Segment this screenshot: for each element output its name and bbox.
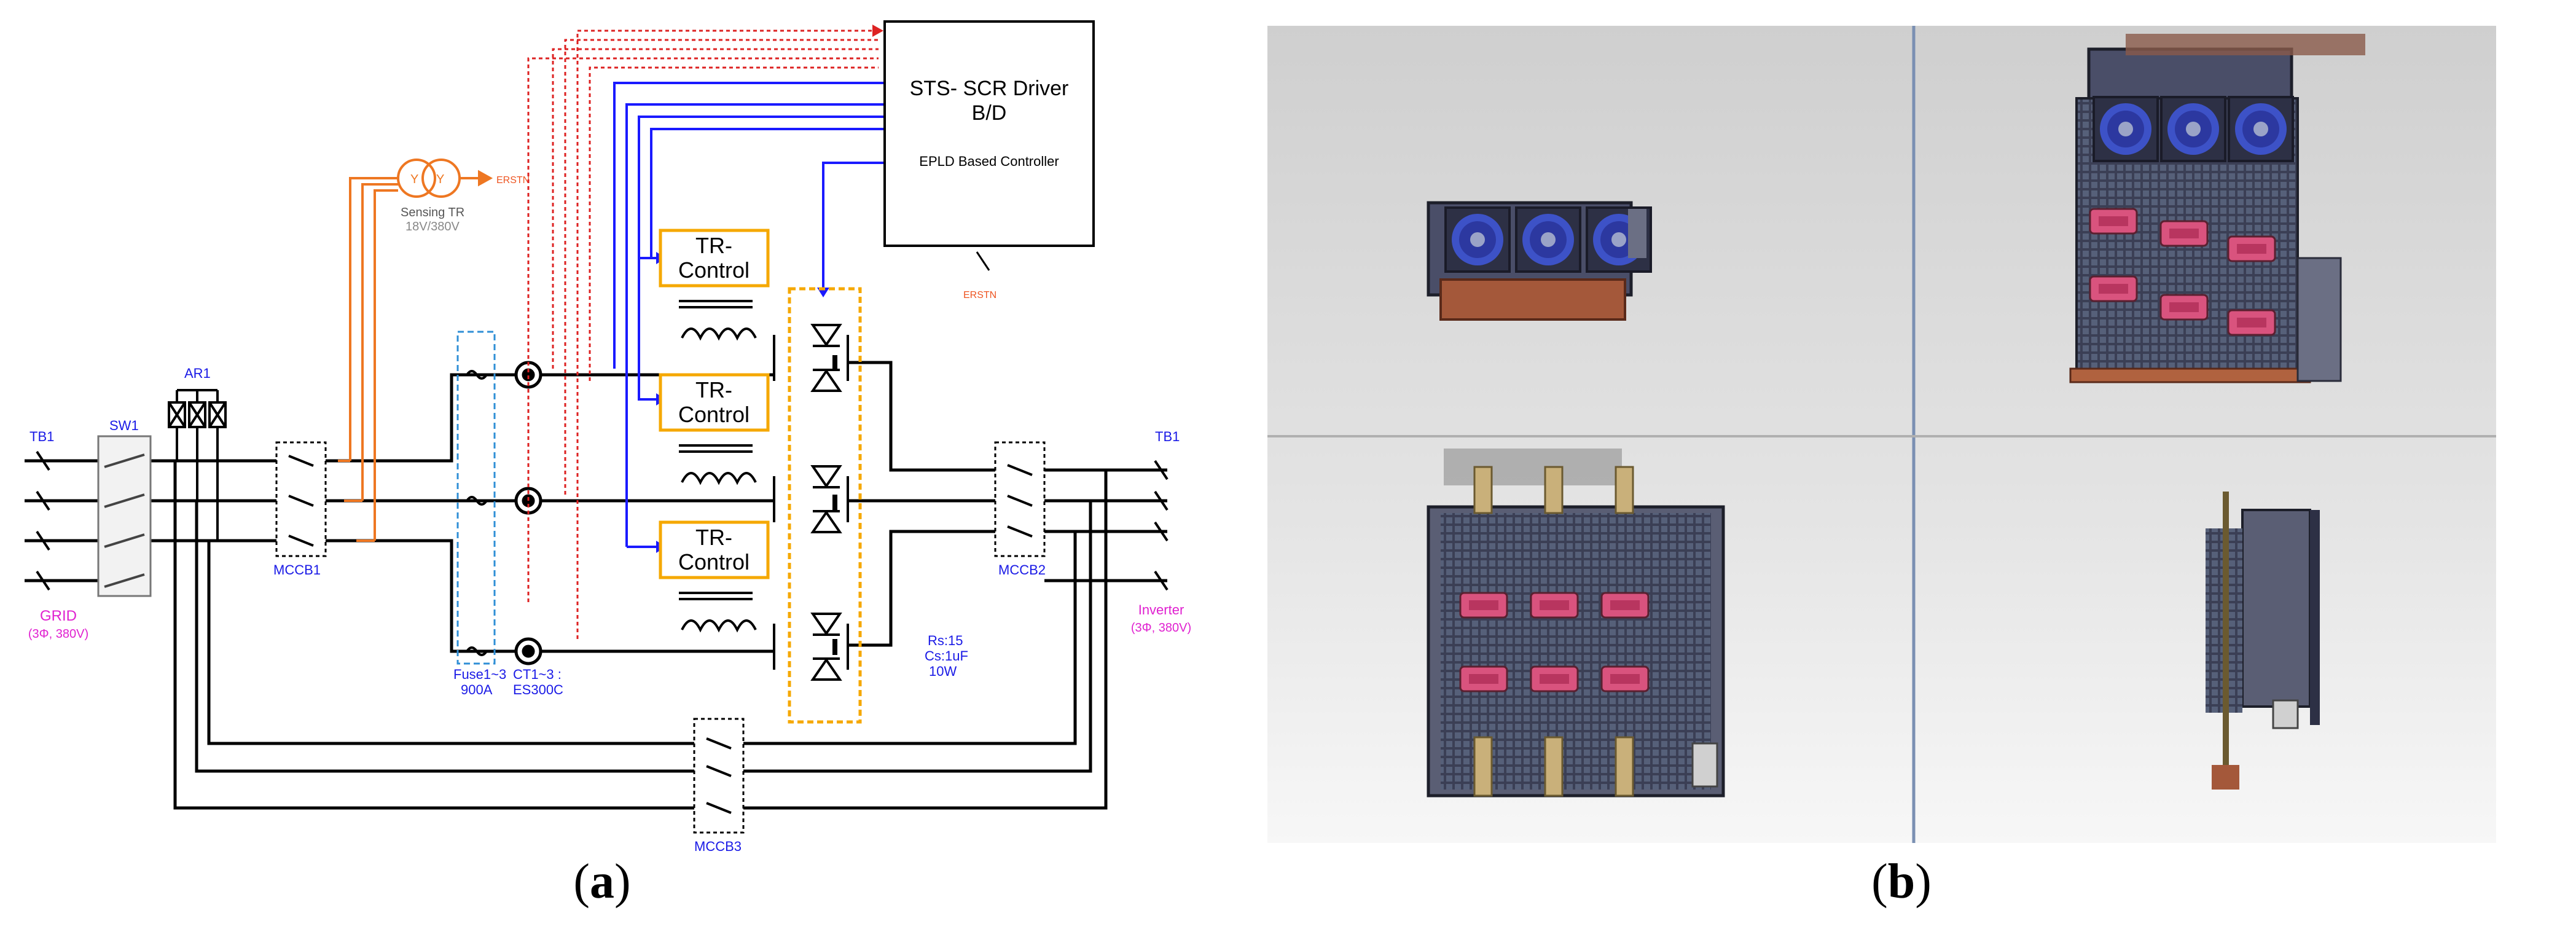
caption-a-letter: a <box>590 855 614 909</box>
grid-terminals <box>36 450 1169 591</box>
caption-a-open-paren: ( <box>573 855 590 909</box>
ct-label: CT1~3 : <box>513 667 562 682</box>
side-view-render <box>2206 492 2320 790</box>
caption-b-close-paren: ) <box>1915 855 1932 909</box>
grid-spec: (3Φ, 380V) <box>28 627 88 641</box>
caption-a-close-paren: ) <box>614 855 631 909</box>
sensing-transformer <box>338 159 493 542</box>
gate-transformers <box>679 300 757 633</box>
ar1-arrester <box>168 389 227 541</box>
top-view-render <box>1427 201 1652 321</box>
fuses <box>466 370 488 656</box>
front-view-render <box>1427 449 1725 798</box>
fuse-label: Fuse1~3 <box>453 667 506 682</box>
mccb3-breaker <box>693 718 745 834</box>
tr-control-1-line2: Control <box>678 257 750 283</box>
isometric-view-render <box>2069 34 2365 383</box>
scr-module-box <box>788 287 862 724</box>
snubber-cs: Cs:1uF <box>925 648 968 664</box>
sensing-y2-label: Y <box>436 173 444 186</box>
control-lines <box>613 82 885 548</box>
grid-label: GRID <box>40 608 77 624</box>
sensing-y1-label: Y <box>410 173 418 186</box>
phase-lines <box>25 361 1167 810</box>
driver-title-line1: STS- SCR Driver <box>910 77 1069 100</box>
panel-a-circuit-diagram: TB1 TB1 SW1 AR1 MCCB1 <box>25 20 1191 854</box>
caption-b-open-paren: ( <box>1871 855 1888 909</box>
feedback-lines <box>527 29 879 639</box>
scr-driver-board <box>883 20 1095 247</box>
mccb2-label: MCCB2 <box>998 562 1046 578</box>
snubber-caps <box>832 355 837 655</box>
inverter-label: Inverter <box>1138 602 1184 617</box>
current-transformers <box>514 361 542 665</box>
mccb3-label: MCCB3 <box>694 839 742 854</box>
tr-control-2: TR- Control <box>659 373 770 432</box>
tr-control-3: TR- Control <box>659 520 770 579</box>
driver-title-line2: B/D <box>972 101 1007 125</box>
fuse-box <box>456 331 496 665</box>
panel-b-renderings <box>1267 26 2496 843</box>
sensing-tr-spec: 18V/380V <box>405 220 460 233</box>
tr-control-2-line1: TR- <box>695 377 732 402</box>
tb1-right-label: TB1 <box>1155 429 1180 444</box>
inverter-spec: (3Φ, 380V) <box>1131 621 1191 635</box>
e-rstn-bottom-label: ERSTN <box>963 290 996 300</box>
tb1-left-label: TB1 <box>29 429 54 444</box>
ct-spec: ES300C <box>513 682 563 697</box>
tr-control-3-line1: TR- <box>695 525 732 550</box>
tr-control-2-line2: Control <box>678 402 750 427</box>
snubber-rs: Rs:15 <box>928 633 963 648</box>
sensing-tr-label: Sensing TR <box>401 206 464 219</box>
mccb1-label: MCCB1 <box>273 562 321 578</box>
snubber-w: 10W <box>929 664 957 679</box>
sw1-switch <box>97 435 152 597</box>
tr-control-1-line1: TR- <box>695 233 732 258</box>
mccb1-breaker <box>275 441 327 557</box>
ar1-label: AR1 <box>184 366 211 381</box>
mccb2-breaker <box>994 441 1046 557</box>
caption-b-letter: b <box>1887 855 1916 909</box>
caption-a: (a) <box>541 854 664 910</box>
tr-control-1: TR- Control <box>659 229 770 288</box>
tr-control-3-line2: Control <box>678 549 750 574</box>
fuse-spec: 900A <box>461 682 493 697</box>
sw1-label: SW1 <box>109 418 139 433</box>
driver-subtitle: EPLD Based Controller <box>919 154 1059 169</box>
caption-b: (b) <box>1840 854 1963 910</box>
e-rstn-top-label: ERSTN <box>496 175 530 186</box>
